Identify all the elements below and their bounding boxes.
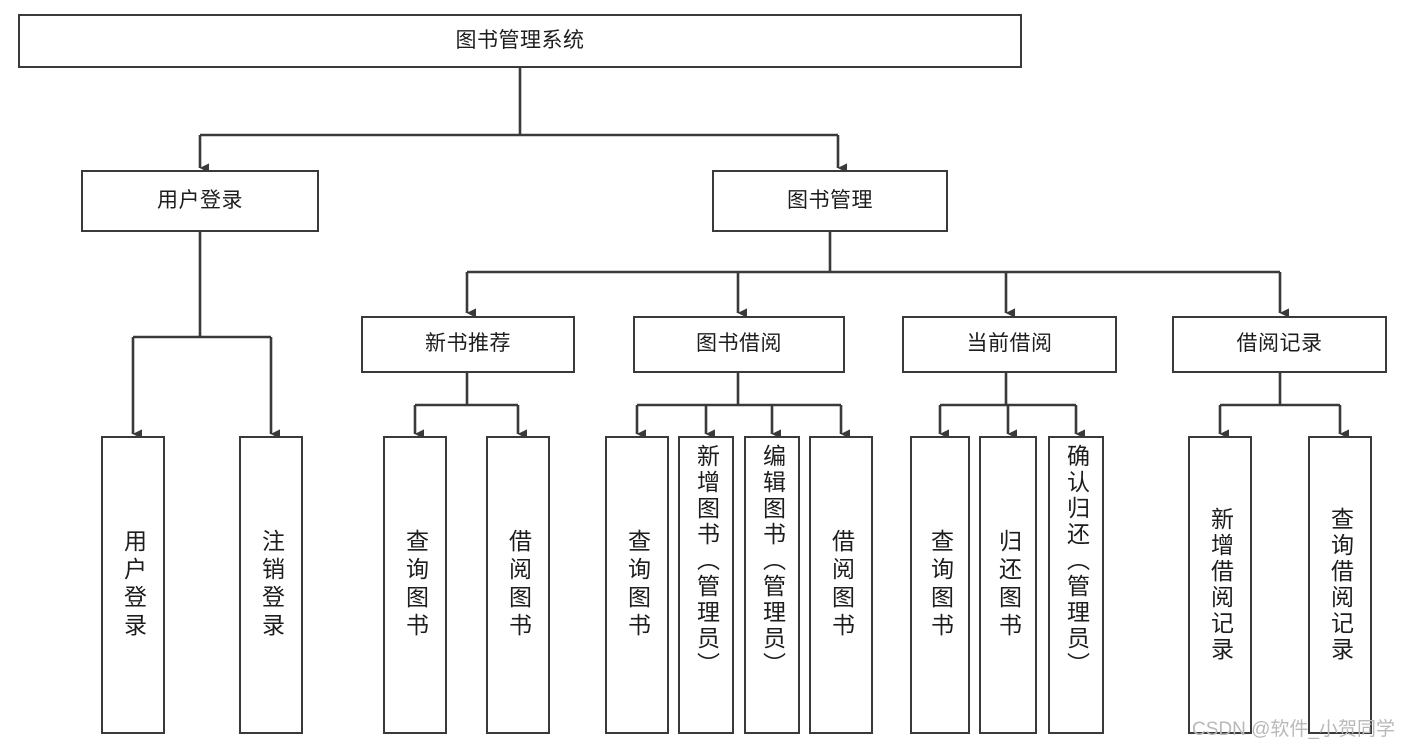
- leaf-query-borrow-record-label: 查询借阅记录: [1327, 507, 1354, 663]
- leaf-return-book-label: 归还图书: [995, 529, 1022, 641]
- leaf-borrow-book-2-label: 借阅图书: [828, 529, 855, 641]
- node-new-book-recommend[interactable]: 新书推荐: [361, 316, 575, 373]
- leaf-logout-label: 注销登录: [258, 529, 285, 641]
- node-borrow-record-label: 借阅记录: [1236, 332, 1323, 356]
- node-user-login-label: 用户登录: [157, 188, 243, 212]
- leaf-borrow-book-1[interactable]: 借阅图书: [486, 436, 550, 734]
- leaf-query-book-1[interactable]: 查询图书: [383, 436, 447, 734]
- leaf-query-book-2-label: 查询图书: [624, 529, 651, 641]
- leaf-query-borrow-record[interactable]: 查询借阅记录: [1308, 436, 1372, 734]
- node-new-book-recommend-label: 新书推荐: [425, 332, 511, 356]
- node-current-borrow[interactable]: 当前借阅: [902, 316, 1117, 373]
- leaf-add-book-admin-label: 新增图书（管理员）: [693, 444, 720, 678]
- leaf-confirm-return-admin-label: 确认归还（管理员）: [1063, 444, 1090, 678]
- leaf-user-login-label: 用户登录: [120, 529, 147, 641]
- node-root-label: 图书管理系统: [455, 28, 585, 52]
- leaf-query-book-3-label: 查询图书: [927, 529, 954, 641]
- leaf-confirm-return-admin[interactable]: 确认归还（管理员）: [1048, 436, 1104, 734]
- node-book-borrow-label: 图书借阅: [696, 332, 782, 356]
- leaf-edit-book-admin-label: 编辑图书（管理员）: [759, 444, 786, 678]
- leaf-borrow-book-1-label: 借阅图书: [505, 529, 532, 641]
- leaf-borrow-book-2[interactable]: 借阅图书: [809, 436, 873, 734]
- node-book-manage[interactable]: 图书管理: [712, 170, 948, 232]
- node-book-borrow[interactable]: 图书借阅: [633, 316, 845, 373]
- node-root[interactable]: 图书管理系统: [18, 14, 1022, 68]
- leaf-add-borrow-record-label: 新增借阅记录: [1207, 507, 1234, 663]
- leaf-query-book-2[interactable]: 查询图书: [605, 436, 669, 734]
- node-book-manage-label: 图书管理: [787, 188, 873, 212]
- leaf-logout[interactable]: 注销登录: [239, 436, 303, 734]
- leaf-query-book-3[interactable]: 查询图书: [910, 436, 970, 734]
- leaf-user-login[interactable]: 用户登录: [101, 436, 165, 734]
- leaf-edit-book-admin[interactable]: 编辑图书（管理员）: [744, 436, 800, 734]
- leaf-add-borrow-record[interactable]: 新增借阅记录: [1188, 436, 1252, 734]
- node-borrow-record[interactable]: 借阅记录: [1172, 316, 1387, 373]
- node-user-login[interactable]: 用户登录: [81, 170, 319, 232]
- leaf-query-book-1-label: 查询图书: [402, 529, 429, 641]
- node-current-borrow-label: 当前借阅: [966, 332, 1053, 356]
- leaf-return-book[interactable]: 归还图书: [979, 436, 1037, 734]
- leaf-add-book-admin[interactable]: 新增图书（管理员）: [678, 436, 734, 734]
- watermark: CSDN @软件_小贺同学: [1192, 719, 1395, 740]
